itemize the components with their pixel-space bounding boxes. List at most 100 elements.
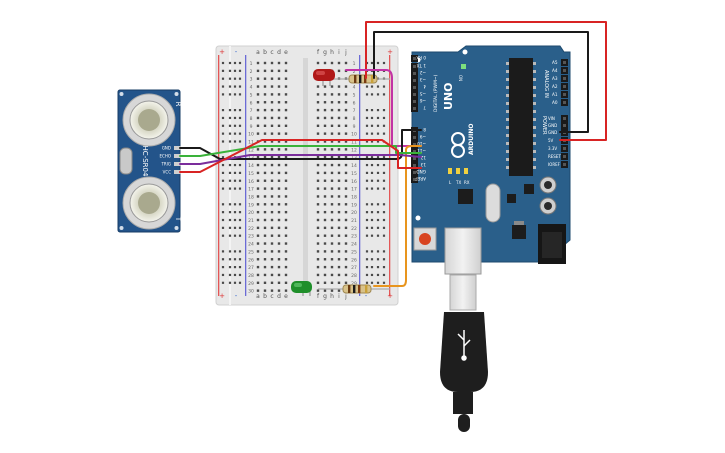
row-number-right: 29 — [351, 281, 357, 287]
power-pin-label: 5V — [548, 138, 554, 143]
chip-legs — [506, 62, 536, 169]
row-number-right: 6 — [353, 100, 356, 106]
reset-button[interactable] — [413, 227, 437, 251]
row-number-left: 22 — [248, 226, 254, 232]
digital-pin-label: 1 TX — [416, 63, 426, 68]
row-number-right: 11 — [351, 140, 357, 146]
resistor-top — [330, 74, 390, 84]
l-led-label: L — [449, 180, 452, 185]
sensor-pin[interactable] — [174, 146, 181, 150]
board-model-label: UNO — [442, 83, 455, 111]
row-number-right: 18 — [351, 194, 357, 200]
analog-pin-label: A1 — [552, 92, 558, 97]
led-green[interactable] — [291, 281, 312, 296]
row-number-left: 17 — [248, 187, 254, 193]
row-number-right: 5 — [353, 92, 356, 98]
row-number-left: 25 — [248, 249, 254, 255]
breadboard: 1122334455667788991010111112121313141415… — [215, 45, 399, 306]
analog-pin-label: A2 — [552, 84, 558, 89]
column-letter: f — [317, 293, 320, 300]
row-number-left: 15 — [248, 171, 254, 177]
atmega-chip — [509, 58, 533, 176]
row-number-left: 11 — [248, 140, 254, 146]
column-letter: c — [270, 293, 273, 300]
row-number-right: 7 — [353, 108, 356, 114]
column-letter: b — [263, 49, 267, 56]
board-brand-label: ARDUINO — [468, 124, 475, 155]
power-pin-label: GND — [548, 123, 557, 128]
column-letter: i — [338, 49, 340, 56]
row-number-right: 25 — [351, 249, 357, 255]
rail-sign: - — [235, 48, 238, 56]
sensor-pin[interactable] — [174, 170, 181, 174]
analog-pin-label: A0 — [552, 100, 558, 105]
crystal — [119, 147, 133, 175]
rail-line-right-plus — [389, 55, 391, 296]
column-letter: a — [256, 49, 260, 56]
analog-pin-label: A4 — [552, 68, 558, 73]
rail-line-right-minus — [359, 55, 361, 296]
row-number-right: 20 — [351, 210, 357, 216]
row-number-right: 28 — [351, 273, 357, 279]
row-number-left: 5 — [250, 92, 253, 98]
digital-pin-label: AREF — [415, 176, 426, 181]
l-led — [448, 168, 452, 174]
sensor-model-label: HC-SR04 — [141, 146, 149, 177]
column-letter: a — [256, 293, 260, 300]
column-letter: c — [270, 49, 273, 56]
power-header-label: POWER — [541, 116, 547, 135]
row-number-left: 28 — [248, 273, 254, 279]
row-number-left: 14 — [248, 163, 254, 169]
column-letter: j — [344, 293, 347, 300]
transducer-bottom — [122, 176, 176, 230]
digital-pin-label: ~5 — [419, 91, 426, 96]
sensor-pin-label: TRIG — [160, 162, 171, 167]
arduino-logo-icon — [451, 132, 465, 158]
row-number-right: 2 — [353, 69, 356, 75]
rail-sign: - — [235, 292, 238, 300]
rail-sign: + — [387, 292, 393, 300]
column-letter: g — [323, 49, 327, 56]
wire-sensor-vcc — [179, 139, 422, 173]
center-channel — [303, 58, 308, 291]
usb-symbol-icon — [457, 330, 471, 361]
sensor-corner-label-t: T — [174, 216, 182, 222]
rail-sign: + — [219, 292, 225, 300]
on-led — [461, 64, 466, 69]
rail-sign: - — [365, 292, 368, 300]
rail-sign: + — [387, 48, 393, 56]
sensor-pin-label: VCC — [163, 170, 172, 175]
row-number-left: 10 — [248, 132, 254, 138]
row-number-left: 27 — [248, 265, 254, 271]
small-chip — [507, 194, 516, 203]
power-pin-label: IOREF — [548, 162, 561, 167]
wires — [179, 21, 607, 287]
digital-pin-label: ~2 — [419, 70, 426, 75]
column-letter: h — [330, 49, 334, 56]
row-number-left: 3 — [250, 77, 253, 83]
row-number-left: 20 — [248, 210, 254, 216]
row-number-left: 23 — [248, 234, 254, 240]
row-number-right: 8 — [353, 116, 356, 122]
digital-pin-label: 8 — [423, 127, 426, 132]
sensor-pin[interactable] — [174, 162, 181, 166]
analog-pin-label: A5 — [552, 60, 558, 65]
column-letter: d — [277, 293, 281, 300]
row-number-right: 26 — [351, 257, 357, 263]
row-number-right: 15 — [351, 171, 357, 177]
row-number-right: 27 — [351, 265, 357, 271]
column-letter: e — [284, 49, 288, 56]
on-led-label: ON — [458, 75, 463, 81]
sensor-pin[interactable] — [174, 154, 181, 158]
row-number-right: 24 — [351, 242, 357, 248]
row-number-left: 1 — [250, 61, 253, 67]
led-red[interactable] — [313, 69, 335, 86]
column-letter: h — [330, 293, 334, 300]
row-number-right: 10 — [351, 132, 357, 138]
power-pin-label: RESET — [548, 154, 561, 159]
